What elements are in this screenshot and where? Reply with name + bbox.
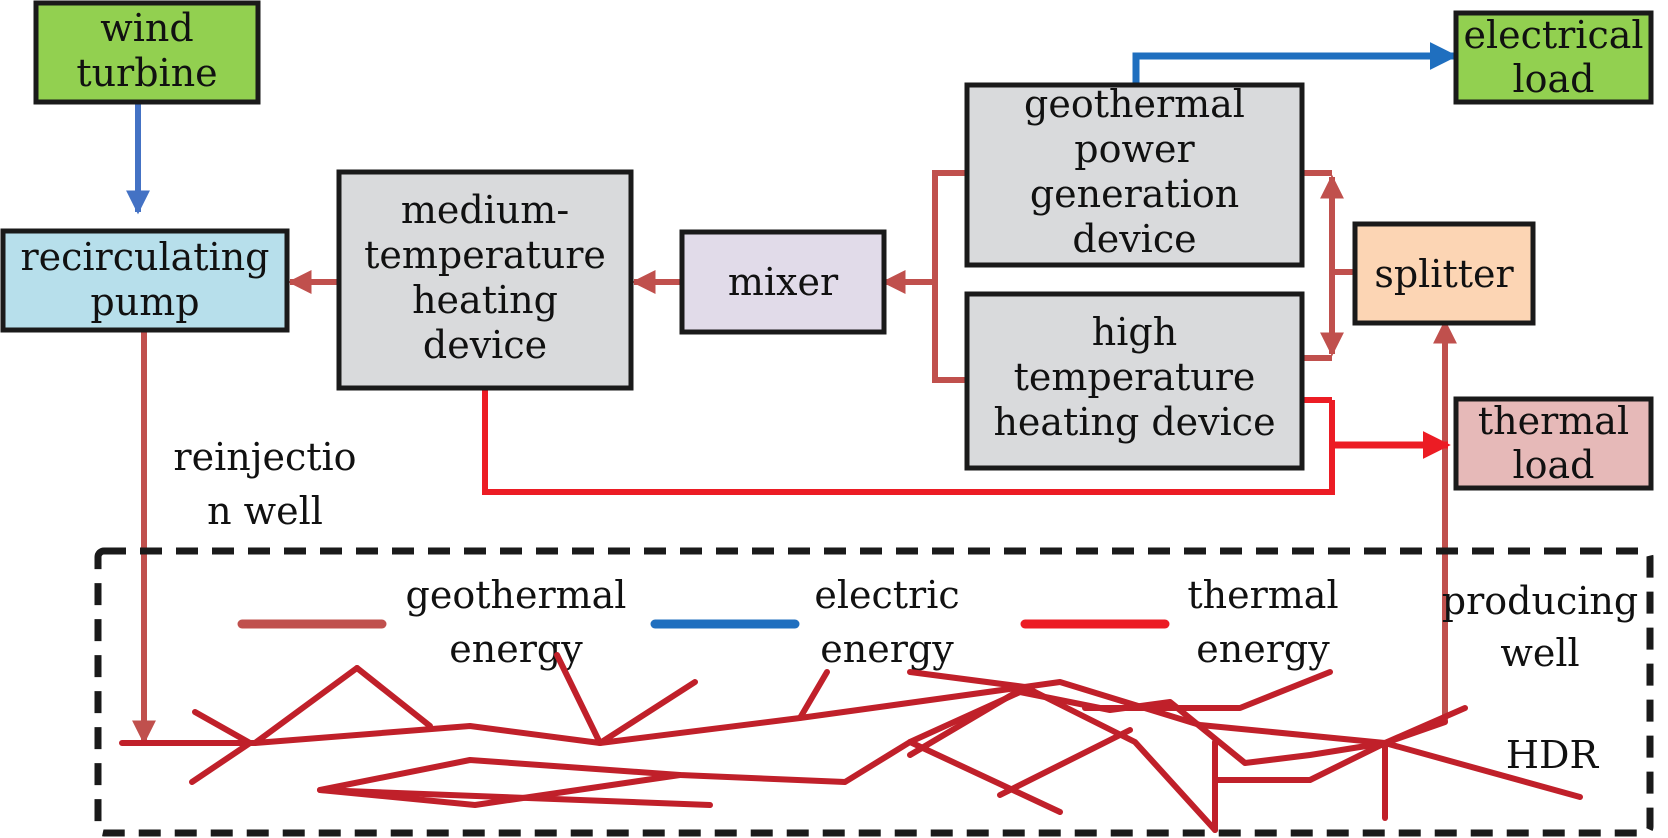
box-frame	[1352, 221, 1536, 326]
reinjection-well-label-line: n well	[207, 489, 323, 533]
legend-label: energy	[1196, 627, 1330, 671]
fracture-segment-8	[317, 772, 683, 808]
box-frame	[1453, 10, 1654, 105]
box-frame	[336, 169, 634, 391]
legend-label: electric	[814, 573, 959, 617]
box-label: heating device	[993, 400, 1275, 444]
splitter-box: splitter	[1352, 221, 1536, 326]
reinjection-well-label: reinjectio n well	[173, 435, 356, 533]
fracture-segment-16	[1082, 669, 1333, 711]
box-label: generation	[1030, 172, 1239, 216]
box-frame	[964, 82, 1305, 268]
box-label: temperature	[364, 233, 606, 277]
box-label: splitter	[1374, 252, 1514, 296]
fracture-segment-5	[597, 679, 698, 746]
box-frame	[964, 291, 1305, 471]
box-frame	[33, 0, 261, 105]
box-label: thermal	[1478, 399, 1629, 443]
fracture-segment-17	[997, 727, 1133, 798]
box-label: load	[1512, 57, 1594, 101]
box-frame	[1453, 396, 1654, 491]
box-label: recirculating	[20, 235, 269, 279]
producing-well-label-line: producing	[1442, 579, 1638, 623]
fracture-segment-11	[907, 684, 1028, 758]
box-label: temperature	[1014, 355, 1256, 399]
fracture-segment-2	[354, 665, 433, 729]
legend-item-electric-energy: electric energy	[650, 573, 960, 671]
fracture-segment-12	[907, 669, 1218, 833]
hdr-label: HDR	[1506, 733, 1600, 777]
mixer-box: mixer	[679, 229, 887, 335]
box-label: heating	[412, 278, 558, 322]
box-label: power	[1074, 127, 1195, 171]
fracture-network	[119, 652, 1583, 833]
electricity-arrow	[1132, 42, 1458, 88]
hdr-dashed-region	[94, 547, 1654, 837]
box-label: device	[423, 323, 547, 367]
producing-well-label-line: well	[1500, 631, 1579, 675]
legend-label: geothermal	[406, 573, 627, 617]
fracture-segment-0	[119, 679, 1448, 746]
fracture-segment-10	[907, 739, 1063, 815]
box-label: device	[1072, 217, 1196, 261]
box-label: mixer	[728, 260, 839, 304]
box-frame	[679, 229, 887, 335]
box-label: high	[1092, 310, 1177, 354]
fracture-segment-7	[317, 689, 1583, 800]
legend-item-thermal-energy: thermal energy	[1020, 573, 1339, 671]
legend-label: thermal	[1187, 573, 1338, 617]
box-label: electrical	[1463, 13, 1643, 57]
box-label: turbine	[76, 51, 217, 95]
devices-bracket	[932, 170, 967, 383]
fracture-segment-9	[317, 787, 713, 808]
legend-label: energy	[820, 627, 954, 671]
fracture-segment-3	[189, 709, 253, 785]
reinjection-well-label-line: reinjectio	[173, 435, 356, 479]
fracture-segment-6	[797, 669, 830, 721]
box-label: wind	[100, 6, 193, 50]
box-label: medium-	[401, 188, 569, 232]
box-label: pump	[90, 280, 199, 324]
box-label: load	[1512, 443, 1594, 487]
fracture-segment-4	[554, 652, 603, 746]
producing-well-label: producing well	[1442, 579, 1638, 675]
box-frame	[0, 228, 290, 333]
fracture-segment-14	[1382, 705, 1468, 746]
fracture-segment-13	[1212, 740, 1388, 833]
box-label: geothermal	[1024, 82, 1245, 126]
fracture-segment-1	[252, 665, 360, 746]
